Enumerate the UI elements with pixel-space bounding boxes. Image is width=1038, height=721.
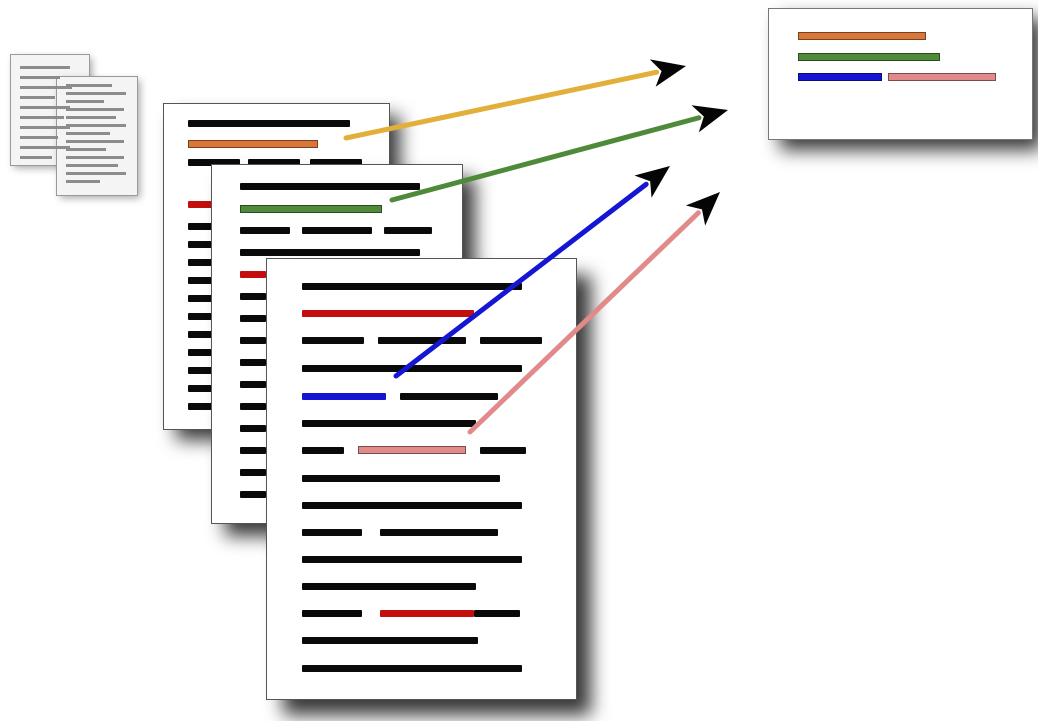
pink-extraction-arrow: [467, 192, 720, 435]
text-line: [240, 469, 266, 476]
text-line: [480, 447, 526, 454]
text-line: [248, 159, 300, 166]
text-line: [302, 475, 500, 482]
text-line: [188, 120, 350, 127]
text-line: [188, 331, 212, 338]
text-line: [310, 159, 362, 166]
highlighted-phrase: [188, 140, 318, 148]
text-line: [240, 249, 420, 256]
thumbnail-text-line: [66, 156, 124, 159]
text-line: [302, 365, 522, 372]
thumbnail-text-line: [20, 106, 70, 109]
text-line: [240, 315, 266, 322]
text-line: [188, 385, 212, 392]
text-line: [240, 271, 266, 278]
thumbnail-text-line: [20, 86, 72, 89]
text-line: [240, 447, 266, 454]
blue-extraction-arrow-shaft: [393, 181, 649, 379]
text-line: [302, 556, 522, 563]
text-line: [474, 610, 520, 617]
blue-extraction-arrow: [393, 166, 670, 379]
thumbnail-text-line: [20, 156, 52, 159]
orange-extraction-arrow: [343, 59, 686, 141]
text-line: [302, 393, 386, 400]
text-line: [302, 637, 478, 644]
text-line: [188, 159, 240, 166]
text-line: [302, 227, 372, 234]
text-line: [188, 403, 212, 410]
text-line: [302, 310, 474, 317]
text-line: [400, 393, 498, 400]
text-line: [302, 447, 344, 454]
text-line: [302, 665, 522, 672]
thumbnail-text-line: [66, 116, 116, 119]
highlighted-phrase: [240, 205, 382, 213]
text-line: [240, 381, 266, 388]
text-line: [480, 337, 542, 344]
extracted-blue-item: [798, 73, 882, 81]
text-line: [240, 183, 420, 190]
text-line: [302, 420, 476, 427]
text-line: [302, 583, 476, 590]
pink-extraction-arrow-head: [685, 192, 720, 226]
thumbnail-text-line: [20, 126, 70, 129]
text-line: [188, 259, 212, 266]
extracted-orange-item: [798, 32, 926, 40]
text-line: [188, 295, 212, 302]
text-line: [380, 610, 474, 617]
text-line: [188, 313, 212, 320]
thumbnail-text-line: [66, 148, 106, 151]
text-line: [188, 367, 212, 374]
text-line: [240, 359, 266, 366]
pink-extraction-arrow-shaft: [467, 210, 701, 435]
thumbnail-text-line: [20, 116, 64, 119]
orange-extraction-arrow-shaft: [343, 69, 660, 141]
thumbnail-text-line: [66, 108, 124, 111]
text-line: [302, 283, 522, 290]
text-line: [240, 337, 266, 344]
thumbnail-text-line: [66, 172, 126, 175]
green-extraction-arrow: [389, 105, 728, 203]
blue-extraction-arrow-head: [634, 166, 670, 198]
text-line: [188, 241, 212, 248]
text-line: [188, 201, 212, 208]
thumbnail-text-line: [66, 84, 112, 87]
thumbnail-text-line: [20, 146, 70, 149]
green-extraction-arrow-shaft: [389, 115, 702, 203]
thumbnail-text-line: [66, 180, 100, 183]
thumbnail-text-line: [66, 164, 118, 167]
thumbnail-text-line: [20, 96, 55, 99]
orange-extraction-arrow-head: [649, 59, 686, 87]
highlighted-phrase: [358, 446, 466, 454]
text-line: [240, 227, 290, 234]
text-line: [240, 425, 266, 432]
text-line: [240, 293, 266, 300]
thumbnail-text-line: [20, 136, 58, 139]
thumbnail-text-line: [66, 124, 126, 127]
text-line: [188, 349, 212, 356]
thumbnail-text-line: [66, 140, 124, 143]
thumbnail-text-line: [66, 100, 104, 103]
text-line: [188, 277, 212, 284]
thumbnail-text-line: [20, 76, 60, 79]
text-line: [188, 223, 212, 230]
text-line: [302, 529, 362, 536]
extracted-pink-item: [888, 73, 996, 81]
text-line: [240, 491, 266, 498]
green-extraction-arrow-head: [691, 105, 728, 133]
text-line: [378, 337, 466, 344]
text-line: [302, 610, 362, 617]
text-line: [380, 529, 498, 536]
extracted-green-item: [798, 53, 940, 61]
text-line: [302, 502, 522, 509]
thumbnail-text-line: [66, 92, 126, 95]
thumbnail-text-line: [20, 66, 70, 69]
text-line: [240, 403, 266, 410]
text-line: [384, 227, 432, 234]
thumbnail-text-line: [66, 132, 110, 135]
thumbnail-document-front: [56, 76, 138, 196]
text-line: [302, 337, 364, 344]
